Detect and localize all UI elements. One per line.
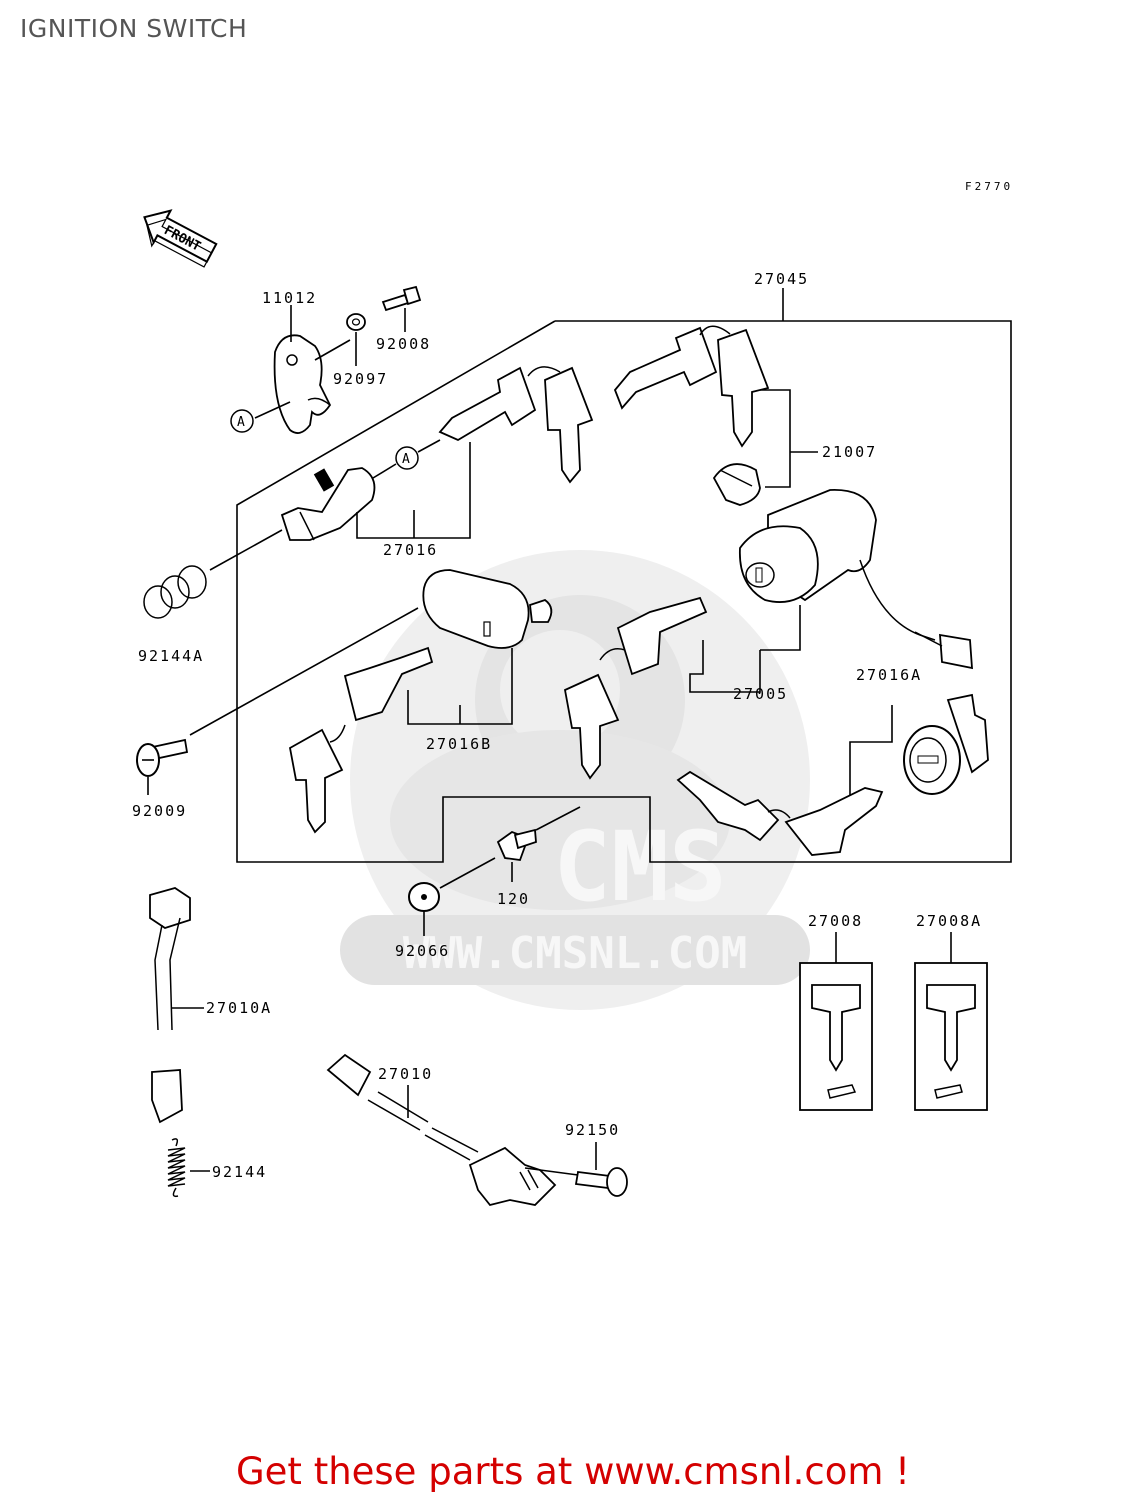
- bolt-92008: [381, 285, 422, 332]
- label-11012: 11012: [262, 289, 317, 307]
- key-pair-27016a: [676, 770, 884, 856]
- ref-marker-a-center-label: A: [402, 452, 410, 467]
- seat-lock-27016b: [189, 569, 553, 736]
- label-21007: 21007: [822, 443, 877, 461]
- key-blank-27008a: [914, 932, 988, 1111]
- spring-92144: [167, 1138, 210, 1198]
- screw-92009: [136, 738, 189, 795]
- label-92009: 92009: [132, 802, 187, 820]
- footer-promo: Get these parts at www.cmsnl.com !: [0, 1450, 1146, 1493]
- watermark-text: WWW.CMSNL.COM: [403, 928, 747, 979]
- figure-code: F2770: [965, 180, 1013, 193]
- label-92150: 92150: [565, 1121, 620, 1139]
- label-27010a: 27010A: [206, 999, 272, 1017]
- ref-marker-a-left: A: [230, 409, 254, 433]
- label-27016a: 27016A: [856, 666, 922, 684]
- label-92144: 92144: [212, 1163, 267, 1181]
- plate-11012: [254, 305, 351, 434]
- switch-27010: [326, 1053, 579, 1207]
- key-blank-27008: [799, 932, 873, 1111]
- ignition-switch-27005: [689, 489, 973, 693]
- label-120: 120: [497, 890, 530, 908]
- key-pair-27005: [563, 596, 708, 780]
- screw-92150: [574, 1142, 628, 1197]
- label-92144a: 92144A: [138, 647, 204, 665]
- washer-92066: [408, 857, 496, 936]
- front-arrow-icon: FRONT: [143, 209, 218, 268]
- label-92008: 92008: [376, 335, 431, 353]
- plug-21007: [712, 389, 818, 506]
- ref-marker-a-left-label: A: [237, 415, 245, 430]
- fuel-cap-lock-27016a: [849, 693, 989, 815]
- label-92066: 92066: [395, 942, 450, 960]
- page-title: IGNITION SWITCH: [20, 14, 248, 43]
- spring-92144a: [143, 565, 207, 619]
- label-27005: 27005: [733, 685, 788, 703]
- watermark: CMS WWW.CMSNL.COM: [340, 550, 810, 1010]
- footer-link[interactable]: Get these parts at www.cmsnl.com !: [235, 1450, 910, 1493]
- bolt-120: [496, 806, 581, 882]
- label-92097: 92097: [333, 370, 388, 388]
- label-27045: 27045: [754, 270, 809, 288]
- label-27016: 27016: [383, 541, 438, 559]
- lock-cylinder-27016: [209, 442, 471, 571]
- label-27008: 27008: [808, 912, 863, 930]
- switch-wire-27010a: [149, 887, 204, 1124]
- label-27008a: 27008A: [916, 912, 982, 930]
- label-27010: 27010: [378, 1065, 433, 1083]
- label-27016b: 27016B: [426, 735, 492, 753]
- kit-outline: [236, 288, 1012, 863]
- key-pair-27016b: [288, 646, 434, 834]
- ref-marker-a-center: A: [372, 439, 441, 479]
- watermark-brand: CMS: [553, 811, 726, 923]
- key-pair-27016: [438, 366, 594, 484]
- key-pair-21007: [613, 325, 770, 448]
- washer-92097: [346, 313, 366, 366]
